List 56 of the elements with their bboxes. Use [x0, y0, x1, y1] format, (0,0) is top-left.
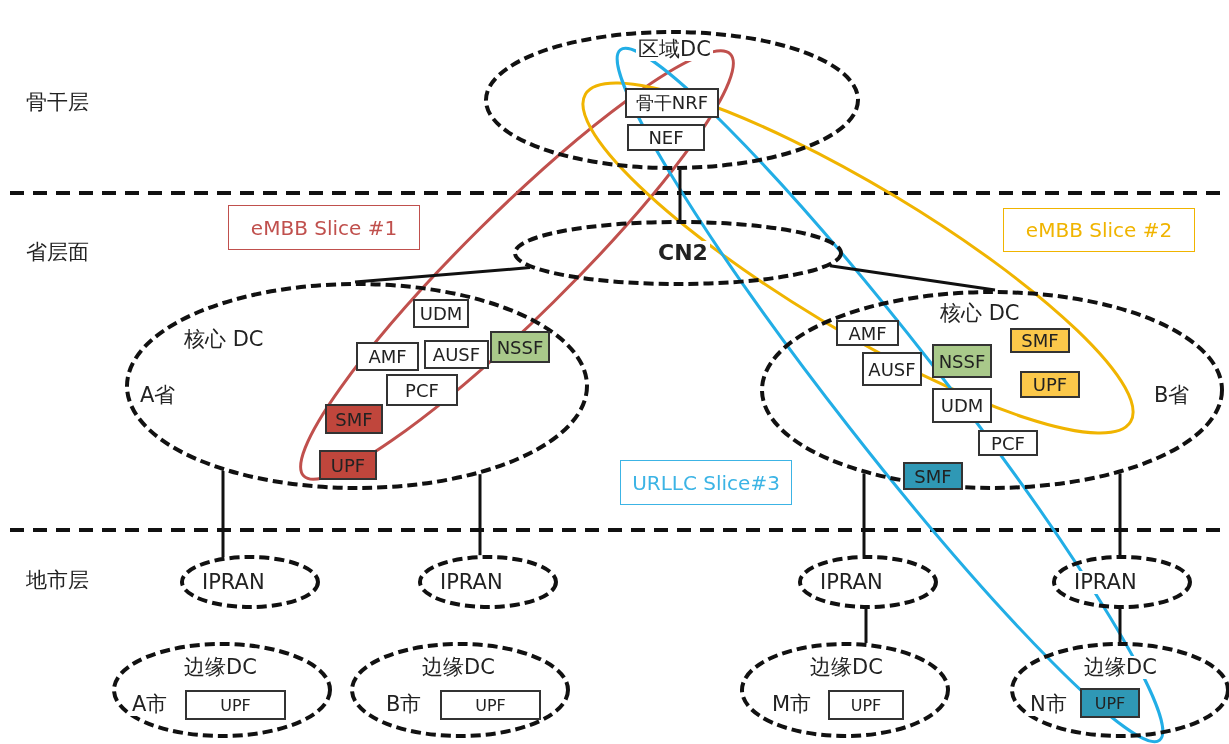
slice-label-box: eMBB Slice #2: [1003, 208, 1195, 252]
layer-label: 地市层: [26, 567, 89, 594]
function-box: 骨干NRF: [625, 88, 719, 118]
node-title: 区域DC: [636, 38, 713, 61]
function-box: AMF: [356, 342, 419, 371]
function-box: UPF: [440, 690, 541, 720]
region-label: N市: [1028, 693, 1069, 716]
function-box: PCF: [386, 374, 458, 406]
node-title: 核心 DC: [182, 328, 266, 351]
node-title: 边缘DC: [808, 656, 885, 679]
network-ellipse: [798, 555, 938, 609]
region-label: A市: [130, 693, 170, 716]
slice-label-box: eMBB Slice #1: [228, 205, 420, 250]
function-box: SMF: [325, 404, 383, 434]
network-ellipse: [180, 555, 320, 609]
function-box: SMF: [903, 462, 963, 490]
datacenter-ellipse: [740, 642, 950, 738]
node-title: 边缘DC: [182, 656, 259, 679]
connector-line: [221, 470, 225, 558]
connector-line: [678, 169, 682, 220]
connector-line: [1118, 473, 1122, 555]
slice-label-box: URLLC Slice#3: [620, 460, 792, 505]
connector-line: [864, 609, 868, 643]
function-box: AMF: [836, 320, 899, 346]
function-box: UDM: [413, 299, 469, 328]
function-box: SMF: [1010, 328, 1070, 353]
datacenter-ellipse: [112, 642, 332, 738]
connector-line: [478, 474, 482, 556]
node-title: 边缘DC: [1082, 656, 1159, 679]
connector-line: [1118, 609, 1122, 642]
function-box: PCF: [978, 430, 1038, 456]
network-ellipse: [1052, 555, 1192, 609]
function-box: UPF: [319, 450, 377, 480]
connector-line: [354, 266, 531, 284]
network-ellipse: [418, 555, 558, 609]
function-box: NSSF: [490, 331, 550, 363]
function-box: UPF: [828, 690, 904, 720]
datacenter-ellipse: [350, 642, 570, 738]
datacenter-ellipse: [125, 282, 589, 490]
node-title: 核心 DC: [938, 302, 1022, 325]
function-box: AUSF: [424, 340, 489, 369]
layer-label: 省层面: [26, 239, 89, 266]
datacenter-ellipse: [484, 30, 860, 170]
function-box: UPF: [185, 690, 286, 720]
function-box: UPF: [1080, 688, 1140, 718]
connector-line: [829, 264, 996, 292]
region-label: A省: [138, 384, 178, 407]
connector-line: [862, 473, 866, 556]
node-title: 边缘DC: [420, 656, 497, 679]
layer-label: 骨干层: [26, 89, 89, 116]
function-box: UDM: [932, 388, 992, 423]
network-ellipse: [513, 220, 843, 286]
function-box: UPF: [1020, 371, 1080, 398]
function-box: AUSF: [862, 352, 922, 386]
function-box: NEF: [627, 124, 705, 151]
function-box: NSSF: [932, 344, 992, 378]
